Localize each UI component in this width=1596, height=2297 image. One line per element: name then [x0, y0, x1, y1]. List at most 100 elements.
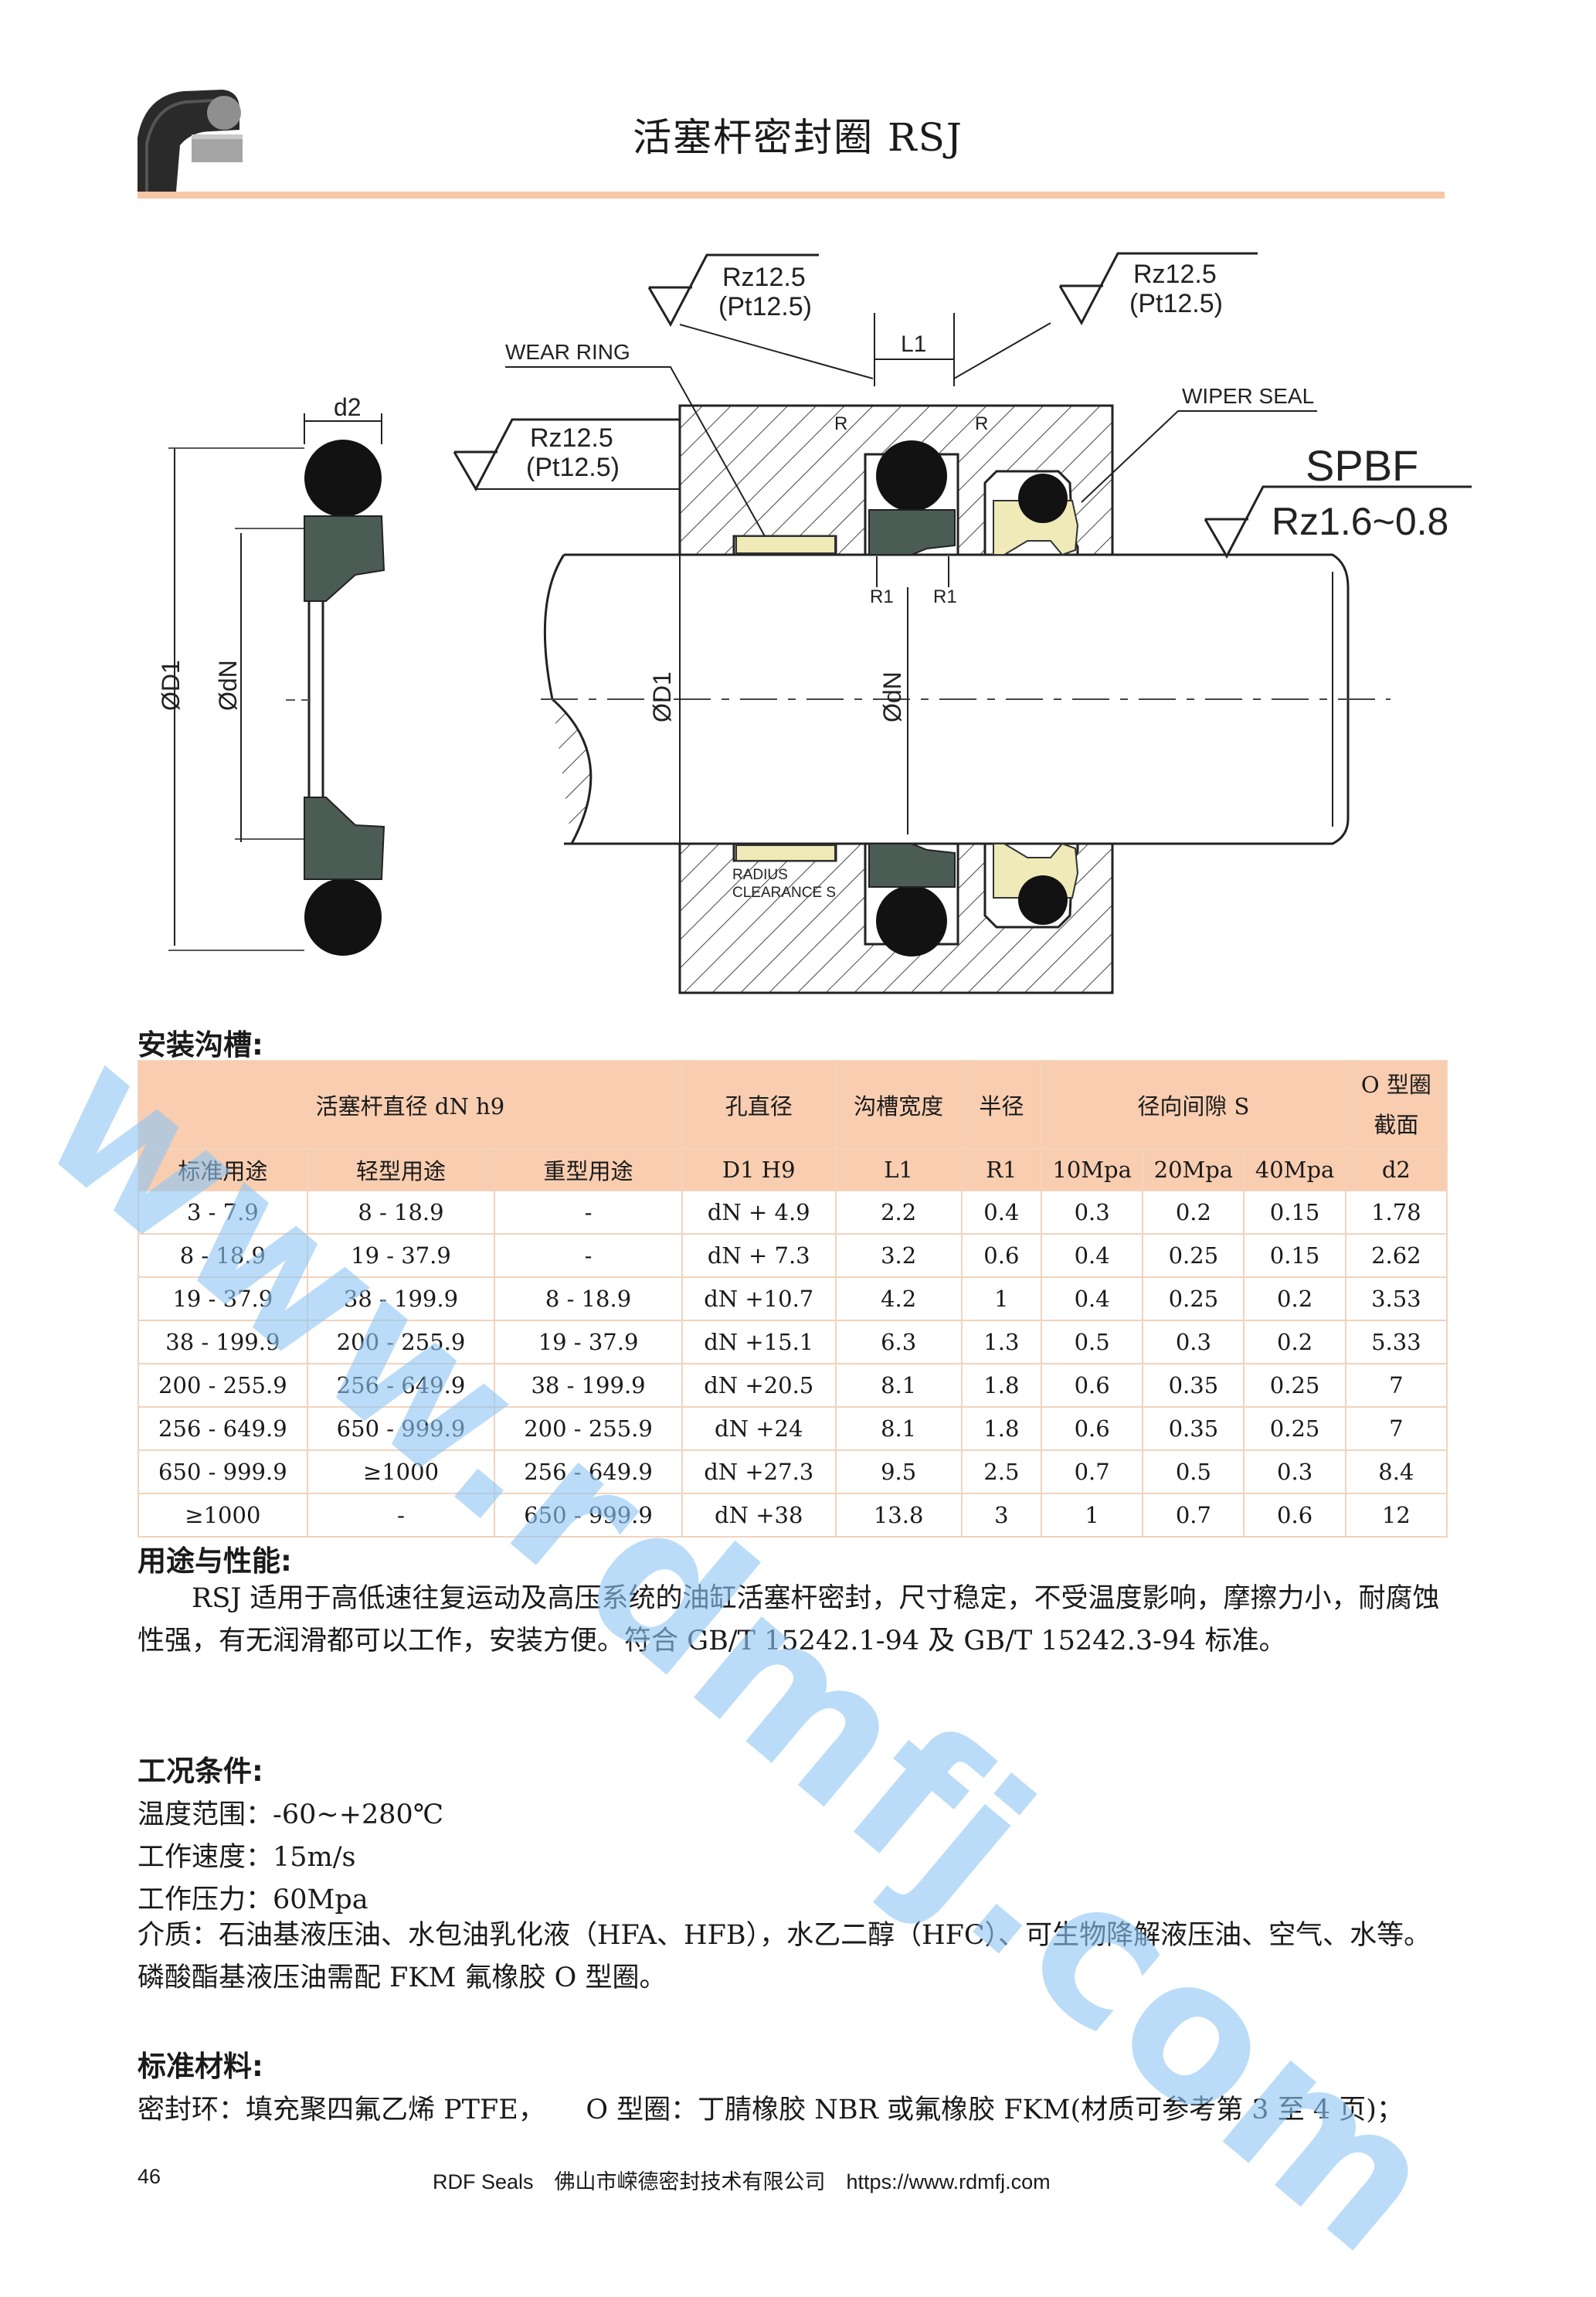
roughness-1: Rz12.5: [722, 263, 806, 292]
table-cell: 4.2: [834, 1276, 963, 1321]
table-cell: 0.25: [1142, 1233, 1245, 1278]
table-cell: 0.4: [1041, 1233, 1144, 1278]
table-cell: 0.5: [1041, 1320, 1144, 1364]
subheader-cell: 40Mpa: [1243, 1148, 1346, 1191]
table-cell: -: [494, 1190, 683, 1235]
table-cell: 3.53: [1344, 1276, 1448, 1321]
table-cell: 7: [1344, 1406, 1448, 1451]
table-cell: 0.25: [1142, 1276, 1245, 1321]
table-cell: 7: [1344, 1363, 1448, 1408]
table-cell: 0.7: [1041, 1449, 1144, 1494]
table-cell: dN +15.1: [681, 1320, 837, 1364]
table-cell: 200 - 255.9: [306, 1320, 496, 1364]
oring-top: [304, 440, 382, 517]
table-cell: -: [306, 1493, 496, 1538]
table-cell: 0.4: [1041, 1276, 1144, 1321]
table-cell: 8.1: [834, 1406, 963, 1451]
table-cell: 0.3: [1041, 1190, 1144, 1235]
wiper-oring-bottom: [1018, 875, 1068, 925]
condition-pressure: 工作压力：60Mpa: [138, 1884, 368, 1915]
label-odn-mid: ØdN: [878, 671, 906, 722]
seal-ring-top: [304, 515, 385, 602]
table-cell: 38 - 199.9: [306, 1276, 496, 1321]
seal-ring-bottom: [304, 797, 385, 880]
table-cell: 8 - 18.9: [138, 1233, 308, 1278]
table-cell: 1.8: [960, 1406, 1043, 1451]
table-cell: 1: [960, 1276, 1043, 1321]
main-seal-top: [868, 509, 956, 556]
table-cell: 0.6: [960, 1233, 1043, 1278]
main-seal-bottom: [868, 843, 956, 888]
label-r-right: R: [975, 413, 988, 434]
table-cell: dN +27.3: [681, 1449, 837, 1494]
usage-paragraph: RSJ 适用于高低速往复运动及高压系统的油缸活塞杆密封，尺寸稳定，不受温度影响，…: [138, 1583, 1440, 1656]
table-cell: 38 - 199.9: [138, 1320, 308, 1364]
roughness-2b: (Pt12.5): [1129, 289, 1223, 318]
wear-ring-bottom: [735, 844, 836, 861]
table-cell: ≥1000: [138, 1493, 308, 1538]
table-cell: 0.6: [1041, 1363, 1144, 1408]
table-cell: 0.25: [1243, 1406, 1346, 1451]
wear-ring-top: [735, 535, 836, 554]
table-cell: 3.2: [834, 1233, 963, 1278]
table-cell: 0.6: [1243, 1493, 1346, 1538]
table-cell: 13.8: [834, 1493, 963, 1538]
roughness-symbol-1: [647, 253, 874, 379]
subheader-cell: 重型用途: [494, 1148, 683, 1191]
header-clearance: 径向间隙 S: [1041, 1060, 1346, 1150]
table-cell: 256 - 649.9: [138, 1406, 308, 1451]
section-materials: 标准材料:: [138, 2050, 263, 2083]
oring-bottom: [304, 878, 382, 956]
table-cell: 256 - 649.9: [494, 1449, 683, 1494]
roughness-symbol-2: [953, 252, 1258, 379]
label-clearance: CLEARANCE S: [732, 885, 836, 901]
header-oring-line1: O 型圈: [1360, 1072, 1431, 1098]
label-rz-rod: Rz1.6~0.8: [1272, 500, 1448, 543]
table-cell: 1.8: [960, 1363, 1043, 1408]
label-d2: d2: [334, 393, 362, 421]
rod: [541, 553, 1391, 845]
table-cell: 38 - 199.9: [494, 1363, 683, 1408]
table-cell: 8 - 18.9: [494, 1276, 683, 1321]
table-cell: dN +38: [681, 1493, 837, 1538]
table-cell: 1.3: [960, 1320, 1043, 1364]
label-od1-mid: ØD1: [648, 671, 676, 722]
table-cell: dN +20.5: [681, 1363, 837, 1408]
header-rod-diameter: 活塞杆直径 dN h9: [138, 1060, 683, 1150]
header-bore: 孔直径: [681, 1060, 837, 1150]
table-cell: dN + 7.3: [681, 1233, 837, 1278]
table-cell: 650 - 999.9: [494, 1493, 683, 1538]
table-cell: 3 - 7.9: [138, 1190, 308, 1235]
roughness-symbol-3: [453, 418, 680, 492]
main-oring-bottom: [876, 885, 947, 957]
condition-media: 介质：石油基液压油、水包油乳化液（HFA、HFB），水乙二醇（HFC）、可生物降…: [138, 1920, 1431, 1993]
subheader-cell: 轻型用途: [306, 1148, 496, 1191]
header-rule: [138, 192, 1445, 199]
roughness-3b: (Pt12.5): [526, 453, 620, 482]
table-cell: 5.33: [1344, 1320, 1448, 1364]
table-cell: 0.2: [1243, 1276, 1346, 1321]
label-odn-left: ØdN: [214, 660, 242, 711]
table-cell: 0.7: [1142, 1493, 1245, 1538]
label-r-left: R: [834, 413, 847, 434]
table-cell: 19 - 37.9: [494, 1320, 683, 1364]
subheader-cell: R1: [960, 1148, 1043, 1191]
table-cell: 19 - 37.9: [306, 1233, 496, 1278]
label-wiper-seal: WIPER SEAL: [1182, 384, 1314, 408]
subheader-cell: d2: [1344, 1148, 1448, 1191]
roughness-1b: (Pt12.5): [718, 292, 812, 321]
table-cell: 650 - 999.9: [138, 1449, 308, 1494]
table-cell: 1: [1041, 1493, 1144, 1538]
subheader-cell: 20Mpa: [1142, 1148, 1245, 1191]
roughness-symbol-rod: [1204, 485, 1472, 559]
table-cell: -: [494, 1233, 683, 1278]
table-cell: ≥1000: [306, 1449, 496, 1494]
